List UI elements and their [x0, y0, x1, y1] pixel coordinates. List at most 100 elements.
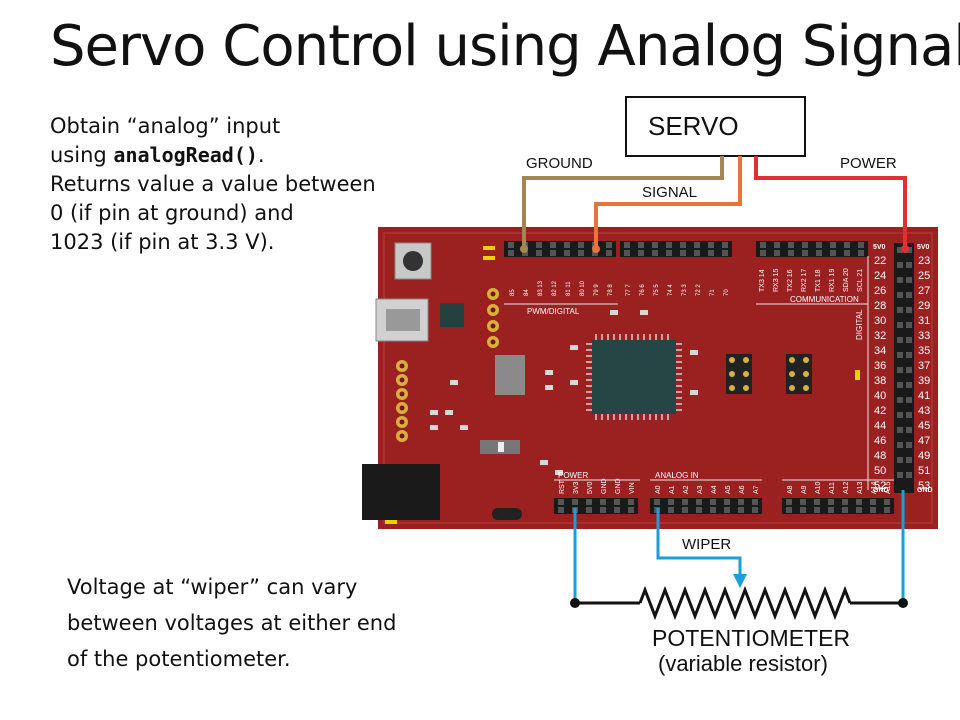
small-chip [440, 303, 464, 327]
analog-pin-label: A7 [753, 485, 760, 494]
pin-hole [586, 507, 592, 513]
pin-hole [870, 507, 876, 513]
analog-pin-label: A15 [885, 481, 892, 494]
pin-hole [870, 499, 876, 505]
power-wire [754, 156, 907, 247]
pin-hole [694, 250, 700, 256]
digital-pin-label: 29 [918, 300, 930, 312]
pin-hole [906, 457, 912, 463]
digital-pin-label: 46 [874, 435, 886, 447]
pin-hole [682, 507, 688, 513]
comm-pin-label: RX3 15 [773, 269, 780, 292]
pin-hole [536, 250, 542, 256]
jumper-blocks [726, 354, 812, 394]
pin-hole [856, 499, 862, 505]
pin-hole [906, 322, 912, 328]
intro-line-5: 1023 (if pin at 3.3 V). [50, 230, 275, 254]
pwm-pin-label: 73 3 [682, 284, 688, 296]
intro-line-3: Returns value a value between [50, 172, 376, 196]
analog-pin-label: A9 [801, 485, 808, 494]
pin-hole [578, 250, 584, 256]
digital-pin-label: 37 [918, 360, 930, 372]
power-pin-label: 3V3 [573, 481, 580, 494]
pin-hole [897, 442, 903, 448]
signal-wire [594, 156, 742, 247]
pin-hole [724, 499, 730, 505]
communication-label: COMMUNICATION [790, 295, 859, 304]
pin-hole [738, 499, 744, 505]
comm-pin-label: RX2 17 [801, 269, 808, 292]
pin-hole [550, 250, 556, 256]
pin-hole [906, 292, 912, 298]
header-pin-holes [508, 242, 912, 513]
pwm-header-a [504, 241, 616, 257]
digital-pin-label: 35 [918, 345, 930, 357]
signal-wire-end [592, 245, 600, 253]
wiper-note-line-1: Voltage at “wiper” can vary [67, 575, 358, 599]
power-pin-label: VIN [629, 482, 636, 494]
pwm-pin-label: 75 5 [654, 284, 660, 296]
pwm-pin-label: 79 9 [594, 284, 600, 296]
pin-hole [614, 499, 620, 505]
pin-hole [906, 412, 912, 418]
pin-hole [884, 507, 890, 513]
pin-hole [680, 250, 686, 256]
potentiometer-sublabel: (variable resistor) [658, 651, 828, 676]
analog-pin-label: A14 [871, 481, 878, 494]
power-header [554, 498, 638, 514]
digital-pin-label: 49 [918, 450, 930, 462]
analog-pin-label: A8 [787, 485, 794, 494]
gnd-label-right: GND [917, 487, 933, 494]
pin-hole [522, 250, 528, 256]
gold-pads-holes [399, 291, 496, 439]
pin-hole [828, 507, 834, 513]
servo-box [625, 96, 806, 157]
pin-hole [708, 250, 714, 256]
pin-hole [614, 507, 620, 513]
digital-pin-label: 44 [874, 420, 886, 432]
5v0-label-left: 5V0 [873, 244, 886, 251]
pwm-pin-label: 70 [724, 289, 730, 296]
pin-hole [830, 242, 836, 248]
pin-hole [592, 250, 598, 256]
pin-hole [906, 307, 912, 313]
pin-hole [897, 307, 903, 313]
pin-hole [760, 250, 766, 256]
power-pin-label: GND [615, 478, 622, 494]
pin-hole [816, 242, 822, 248]
smd-parts [430, 310, 698, 475]
intro-line-4: 0 (if pin at ground) and [50, 201, 294, 225]
pin-hole [786, 499, 792, 505]
wiper-wire [656, 508, 742, 578]
power-label: POWER [840, 155, 897, 172]
pin-hole [897, 382, 903, 388]
analog-pin-label: A13 [857, 481, 864, 494]
digital-pin-label: 43 [918, 405, 930, 417]
pin-hole [752, 507, 758, 513]
pin-hole [897, 292, 903, 298]
digital-pin-label: 28 [874, 300, 886, 312]
pwm-pin-label: 85 [510, 289, 516, 296]
pin-hole [682, 499, 688, 505]
analog-pin-label: A0 [655, 485, 662, 494]
power-pin-label: 5V0 [587, 481, 594, 494]
digital-pin-label: 31 [918, 315, 930, 327]
pwm-pin-label: 74 4 [668, 284, 674, 296]
pin-hole [906, 337, 912, 343]
pin-hole [856, 507, 862, 513]
digital-pin-label: 32 [874, 330, 886, 342]
comm-pin-label: SDA 20 [843, 268, 850, 292]
main-mcu-chip [592, 340, 676, 414]
pin-hole [694, 242, 700, 248]
analog-in-label: ANALOG IN [655, 471, 699, 480]
regulator [495, 355, 525, 395]
pin-hole [858, 250, 864, 256]
pin-hole [722, 250, 728, 256]
digital-label: DIGITAL [855, 309, 864, 340]
pin-hole [897, 457, 903, 463]
pwm-pin-label: 76 6 [640, 284, 646, 296]
pin-hole [586, 499, 592, 505]
pin-hole [760, 242, 766, 248]
pin-hole [572, 499, 578, 505]
